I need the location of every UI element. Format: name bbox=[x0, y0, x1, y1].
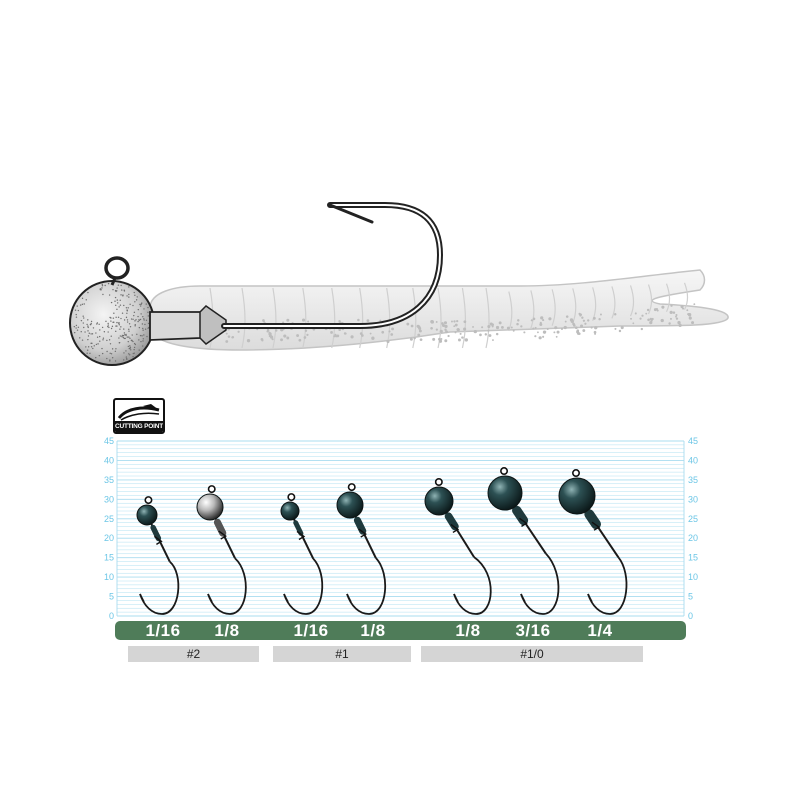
jig-head-sample bbox=[196, 485, 247, 615]
jig-head-sample bbox=[136, 496, 180, 615]
hook-size-box: #1/0 bbox=[421, 646, 643, 662]
scale-tick-label: 15 bbox=[688, 553, 698, 563]
scale-tick-label: 20 bbox=[104, 533, 114, 543]
soft-worm-bait bbox=[149, 269, 729, 351]
weight-label: 3/16 bbox=[515, 621, 551, 640]
logo-text: CUTTING POINT bbox=[115, 421, 163, 432]
scale-tick-label: 45 bbox=[688, 436, 698, 446]
scale-tick-label: 25 bbox=[688, 514, 698, 524]
scale-tick-label: 35 bbox=[104, 475, 114, 485]
hook-size-box: #1 bbox=[273, 646, 411, 662]
scale-tick-label: 30 bbox=[104, 494, 114, 504]
weight-label: 1/8 bbox=[360, 621, 386, 640]
weight-bar bbox=[115, 621, 686, 640]
line-tie-eye bbox=[104, 256, 130, 286]
scale-tick-label: 0 bbox=[109, 611, 114, 621]
scale-tick-label: 0 bbox=[688, 611, 693, 621]
size-chart: 0 5 10 15 20 25 30 35 40 45 0 5 10 15 20 25 30 35 40 45 bbox=[104, 436, 698, 621]
hook-size-box: #2 bbox=[128, 646, 259, 662]
scale-tick-label: 10 bbox=[104, 572, 114, 582]
scale-grid bbox=[116, 440, 685, 617]
jig-head-sample bbox=[424, 478, 492, 615]
jig-head-sample bbox=[487, 467, 560, 615]
jig-head-sample bbox=[558, 469, 628, 615]
weight-label: 1/4 bbox=[587, 621, 613, 640]
scale-ticks-right: 0 5 10 15 20 25 30 35 40 45 bbox=[688, 436, 698, 621]
cutting-point-logo: CUTTING POINT bbox=[113, 398, 165, 434]
scale-tick-label: 20 bbox=[688, 533, 698, 543]
scale-tick-label: 5 bbox=[688, 592, 693, 602]
scale-ticks-left: 0 5 10 15 20 25 30 35 40 45 bbox=[104, 436, 114, 621]
jig-head-sample bbox=[280, 493, 324, 615]
hook-point-mark-icon bbox=[117, 404, 160, 421]
jig-lineup bbox=[136, 467, 628, 615]
weight-label: 1/8 bbox=[455, 621, 481, 640]
hook bbox=[221, 202, 444, 329]
jig-head-illustration bbox=[69, 202, 729, 366]
scale-tick-label: 45 bbox=[104, 436, 114, 446]
scale-tick-label: 40 bbox=[688, 455, 698, 465]
scale-tick-label: 30 bbox=[688, 494, 698, 504]
scale-tick-label: 5 bbox=[109, 592, 114, 602]
weight-label: 1/16 bbox=[145, 621, 181, 640]
scale-tick-label: 15 bbox=[104, 553, 114, 563]
jig-head-ball bbox=[69, 280, 227, 366]
weight-label: 1/8 bbox=[214, 621, 240, 640]
jig-head-sample bbox=[336, 483, 387, 615]
scale-tick-label: 35 bbox=[688, 475, 698, 485]
weight-label: 1/16 bbox=[293, 621, 329, 640]
scale-tick-label: 10 bbox=[688, 572, 698, 582]
scale-tick-label: 40 bbox=[104, 455, 114, 465]
scale-tick-label: 25 bbox=[104, 514, 114, 524]
